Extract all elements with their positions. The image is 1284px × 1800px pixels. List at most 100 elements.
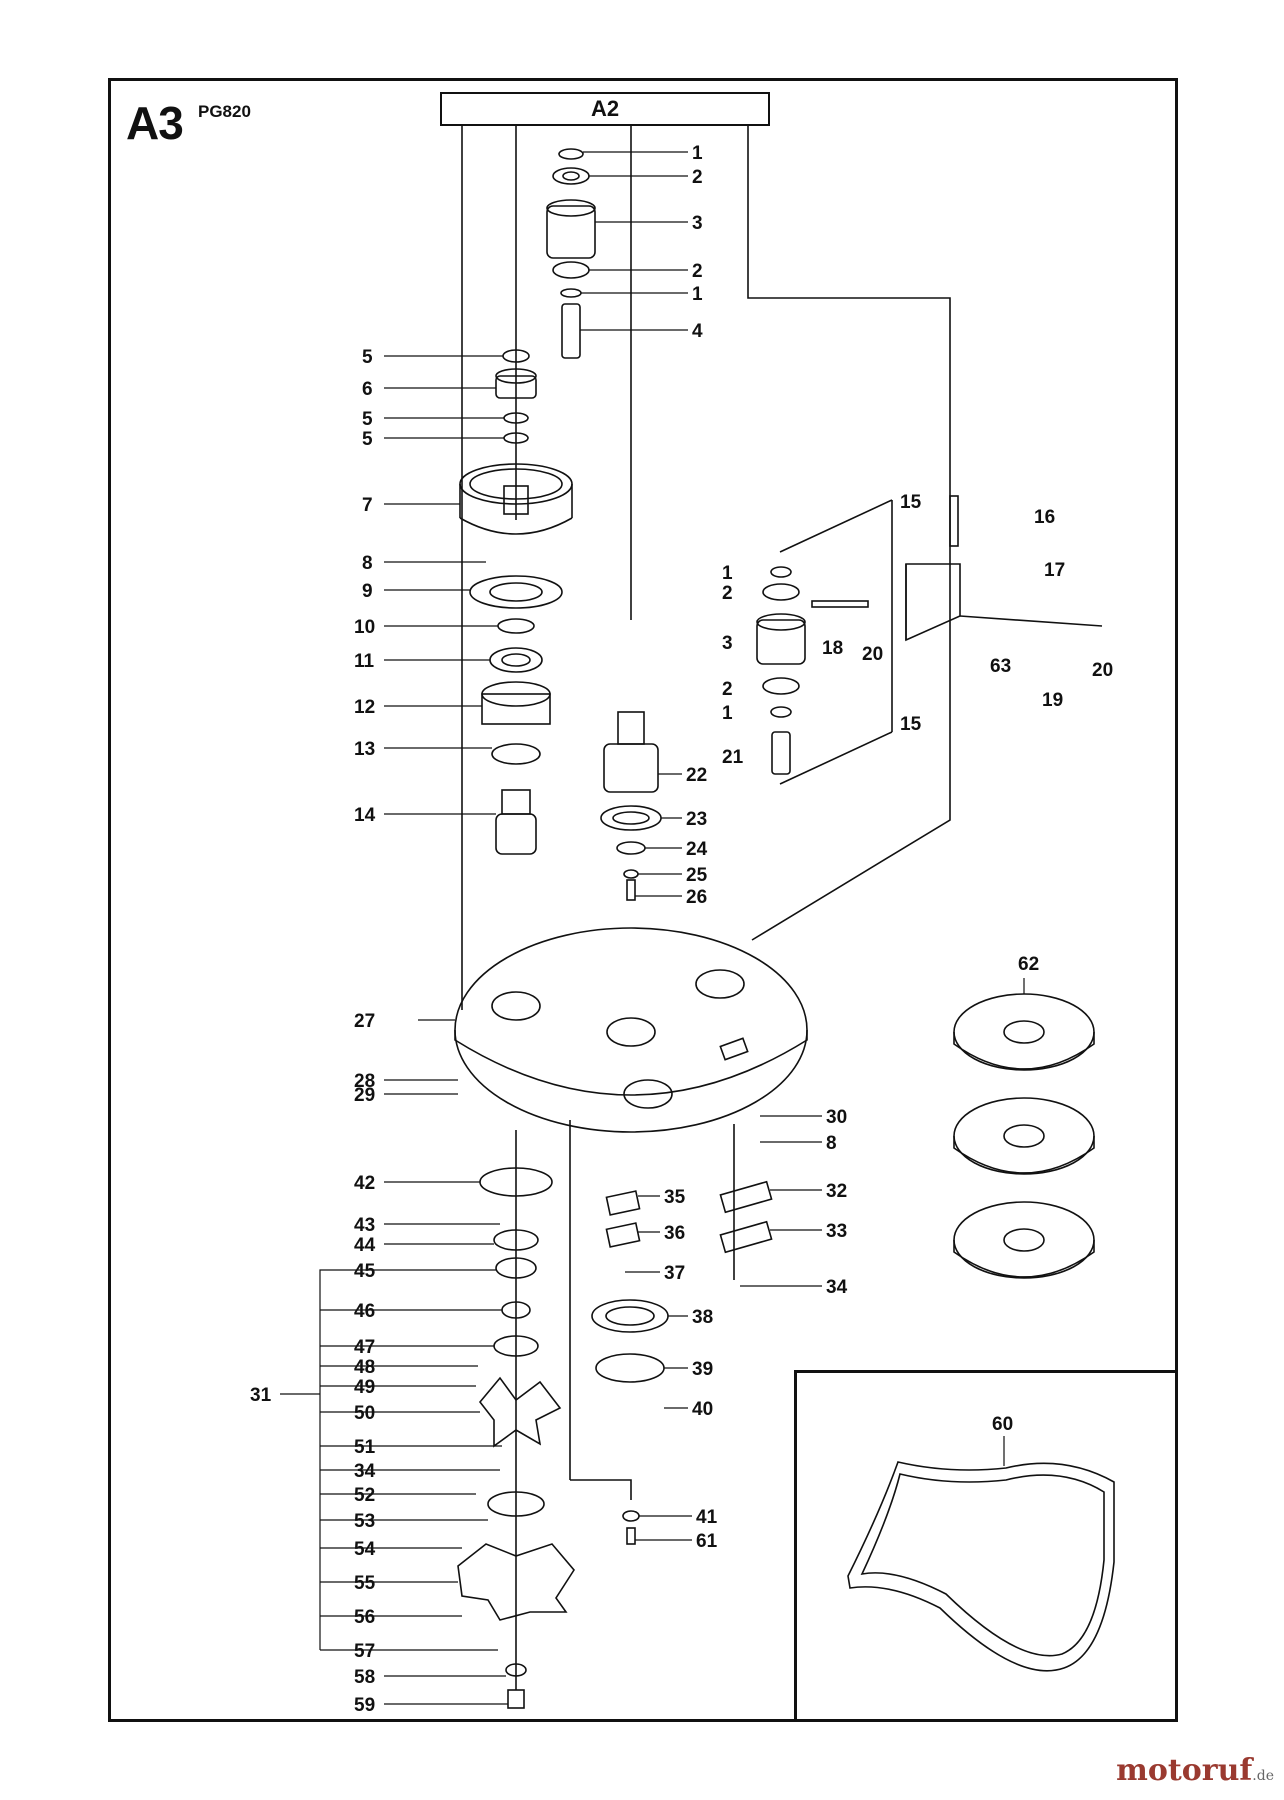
callout-label: 44 bbox=[354, 1235, 376, 1256]
part-bolt-26 bbox=[626, 879, 636, 901]
callout-label: 42 bbox=[354, 1173, 375, 1194]
callout-label: 8 bbox=[362, 553, 373, 574]
callout-label: 38 bbox=[692, 1307, 713, 1328]
callout-label: 20 bbox=[862, 644, 883, 665]
part-ring bbox=[558, 148, 584, 160]
part-bearing-6 bbox=[495, 375, 537, 399]
callout-label: 25 bbox=[686, 865, 708, 886]
part-main-plate-hole-r bbox=[695, 969, 745, 999]
watermark-logo: motoruf.de bbox=[1116, 1753, 1274, 1788]
callout-label: 36 bbox=[664, 1223, 685, 1244]
callout-label: 46 bbox=[354, 1301, 375, 1322]
callout-label: 18 bbox=[822, 638, 843, 659]
callout-label: 6 bbox=[362, 379, 373, 400]
part-flange-55 bbox=[457, 1543, 575, 1621]
callout-label: 51 bbox=[354, 1437, 376, 1458]
callout-label: 11 bbox=[354, 651, 375, 672]
part-shaft-21 bbox=[771, 731, 791, 775]
part-belt-60-inner bbox=[860, 1473, 1105, 1657]
callout-label: 1 bbox=[692, 143, 703, 164]
ref-line-right bbox=[747, 126, 951, 941]
callout-label: 10 bbox=[354, 617, 375, 638]
callout-label: 17 bbox=[1044, 560, 1065, 581]
callout-label: 2 bbox=[722, 679, 733, 700]
callout-label: 56 bbox=[354, 1607, 375, 1628]
part-pulley-hub bbox=[503, 485, 529, 515]
part-housing-38 bbox=[591, 1299, 669, 1333]
diagram-frame bbox=[108, 78, 1178, 1722]
part-pulley-inner bbox=[469, 468, 563, 500]
callout-label: 34 bbox=[354, 1461, 376, 1482]
callout-label: 45 bbox=[354, 1261, 376, 1282]
callout-label: 53 bbox=[354, 1511, 375, 1532]
ref-line-sub-b bbox=[779, 731, 893, 785]
part-ring-58 bbox=[505, 1663, 527, 1677]
callout-label: 30 bbox=[826, 1107, 847, 1128]
callout-label: 19 bbox=[1042, 690, 1063, 711]
part-housing-12-top bbox=[481, 681, 551, 707]
part-main-plate-hole-b bbox=[623, 1079, 673, 1109]
part-bearing-11 bbox=[489, 647, 543, 673]
callout-label: 62 bbox=[1018, 954, 1039, 975]
part-bearing-lower bbox=[552, 261, 590, 279]
reference-label: A2 bbox=[590, 96, 620, 121]
part-bearing-23-bore bbox=[612, 811, 650, 825]
part-shaft-22-body bbox=[603, 743, 659, 793]
callout-label: 3 bbox=[692, 213, 703, 234]
model-code: PG820 bbox=[198, 102, 251, 121]
callout-label: 60 bbox=[992, 1414, 1013, 1435]
callout-label: 37 bbox=[664, 1263, 685, 1284]
part-ring-sub-2 bbox=[770, 706, 792, 718]
part-housing bbox=[546, 205, 596, 259]
leader-lines bbox=[280, 151, 1025, 1705]
part-housing-sub-top bbox=[756, 613, 806, 631]
callout-label: 43 bbox=[354, 1215, 375, 1236]
callout-label: 59 bbox=[354, 1695, 375, 1716]
part-washer-41 bbox=[622, 1510, 640, 1522]
callout-label: 2 bbox=[722, 583, 733, 604]
callout-label: 5 bbox=[362, 347, 373, 368]
callout-label: 29 bbox=[354, 1085, 375, 1106]
part-collar-53 bbox=[487, 1491, 545, 1517]
callout-labels: 1 2 3 2 1 4 5 6 5 5 7 8 9 10 11 12 13 14… bbox=[250, 143, 1113, 1716]
callout-label: 14 bbox=[354, 805, 376, 826]
part-discs-62 bbox=[953, 993, 1095, 1279]
part-belt-60 bbox=[847, 1461, 1115, 1672]
callout-label: 2 bbox=[692, 261, 703, 282]
part-cover-39 bbox=[595, 1353, 665, 1383]
part-bearing bbox=[552, 167, 590, 185]
callout-label: 20 bbox=[1092, 660, 1113, 681]
callout-label: 33 bbox=[826, 1221, 847, 1242]
callout-label: 57 bbox=[354, 1641, 375, 1662]
callout-label: 52 bbox=[354, 1485, 375, 1506]
part-pad-35 bbox=[605, 1190, 641, 1216]
callout-label: 15 bbox=[900, 492, 922, 513]
part-main-plate-hole-l bbox=[491, 991, 541, 1021]
callout-label: 9 bbox=[362, 581, 373, 602]
callout-label: 5 bbox=[362, 409, 373, 430]
callout-label: 12 bbox=[354, 697, 375, 718]
callout-label: 39 bbox=[692, 1359, 713, 1380]
part-plate-9-hole bbox=[489, 582, 543, 602]
page-id: A3 bbox=[126, 97, 184, 149]
part-plate-9 bbox=[469, 575, 563, 609]
part-ring-24 bbox=[616, 841, 646, 855]
part-bracket-17 bbox=[905, 563, 961, 642]
part-bearing-sub-2 bbox=[762, 677, 800, 695]
part-pulley-base bbox=[459, 517, 573, 535]
part-bolt-18 bbox=[811, 600, 869, 608]
part-gear-45 bbox=[495, 1257, 537, 1279]
callout-label: 41 bbox=[696, 1507, 718, 1528]
callout-label: 4 bbox=[692, 321, 703, 342]
part-pad-32 bbox=[719, 1180, 773, 1214]
callout-label: 63 bbox=[990, 656, 1011, 677]
part-main-plate bbox=[454, 927, 808, 1133]
callout-label: 1 bbox=[692, 284, 703, 305]
callout-label: 22 bbox=[686, 765, 707, 786]
callout-label: 8 bbox=[826, 1133, 837, 1154]
part-main-plate-edge bbox=[454, 1030, 808, 1096]
callout-label: 15 bbox=[900, 714, 922, 735]
part-bearing-23 bbox=[600, 805, 662, 831]
part-main-plate-slot bbox=[719, 1037, 749, 1061]
